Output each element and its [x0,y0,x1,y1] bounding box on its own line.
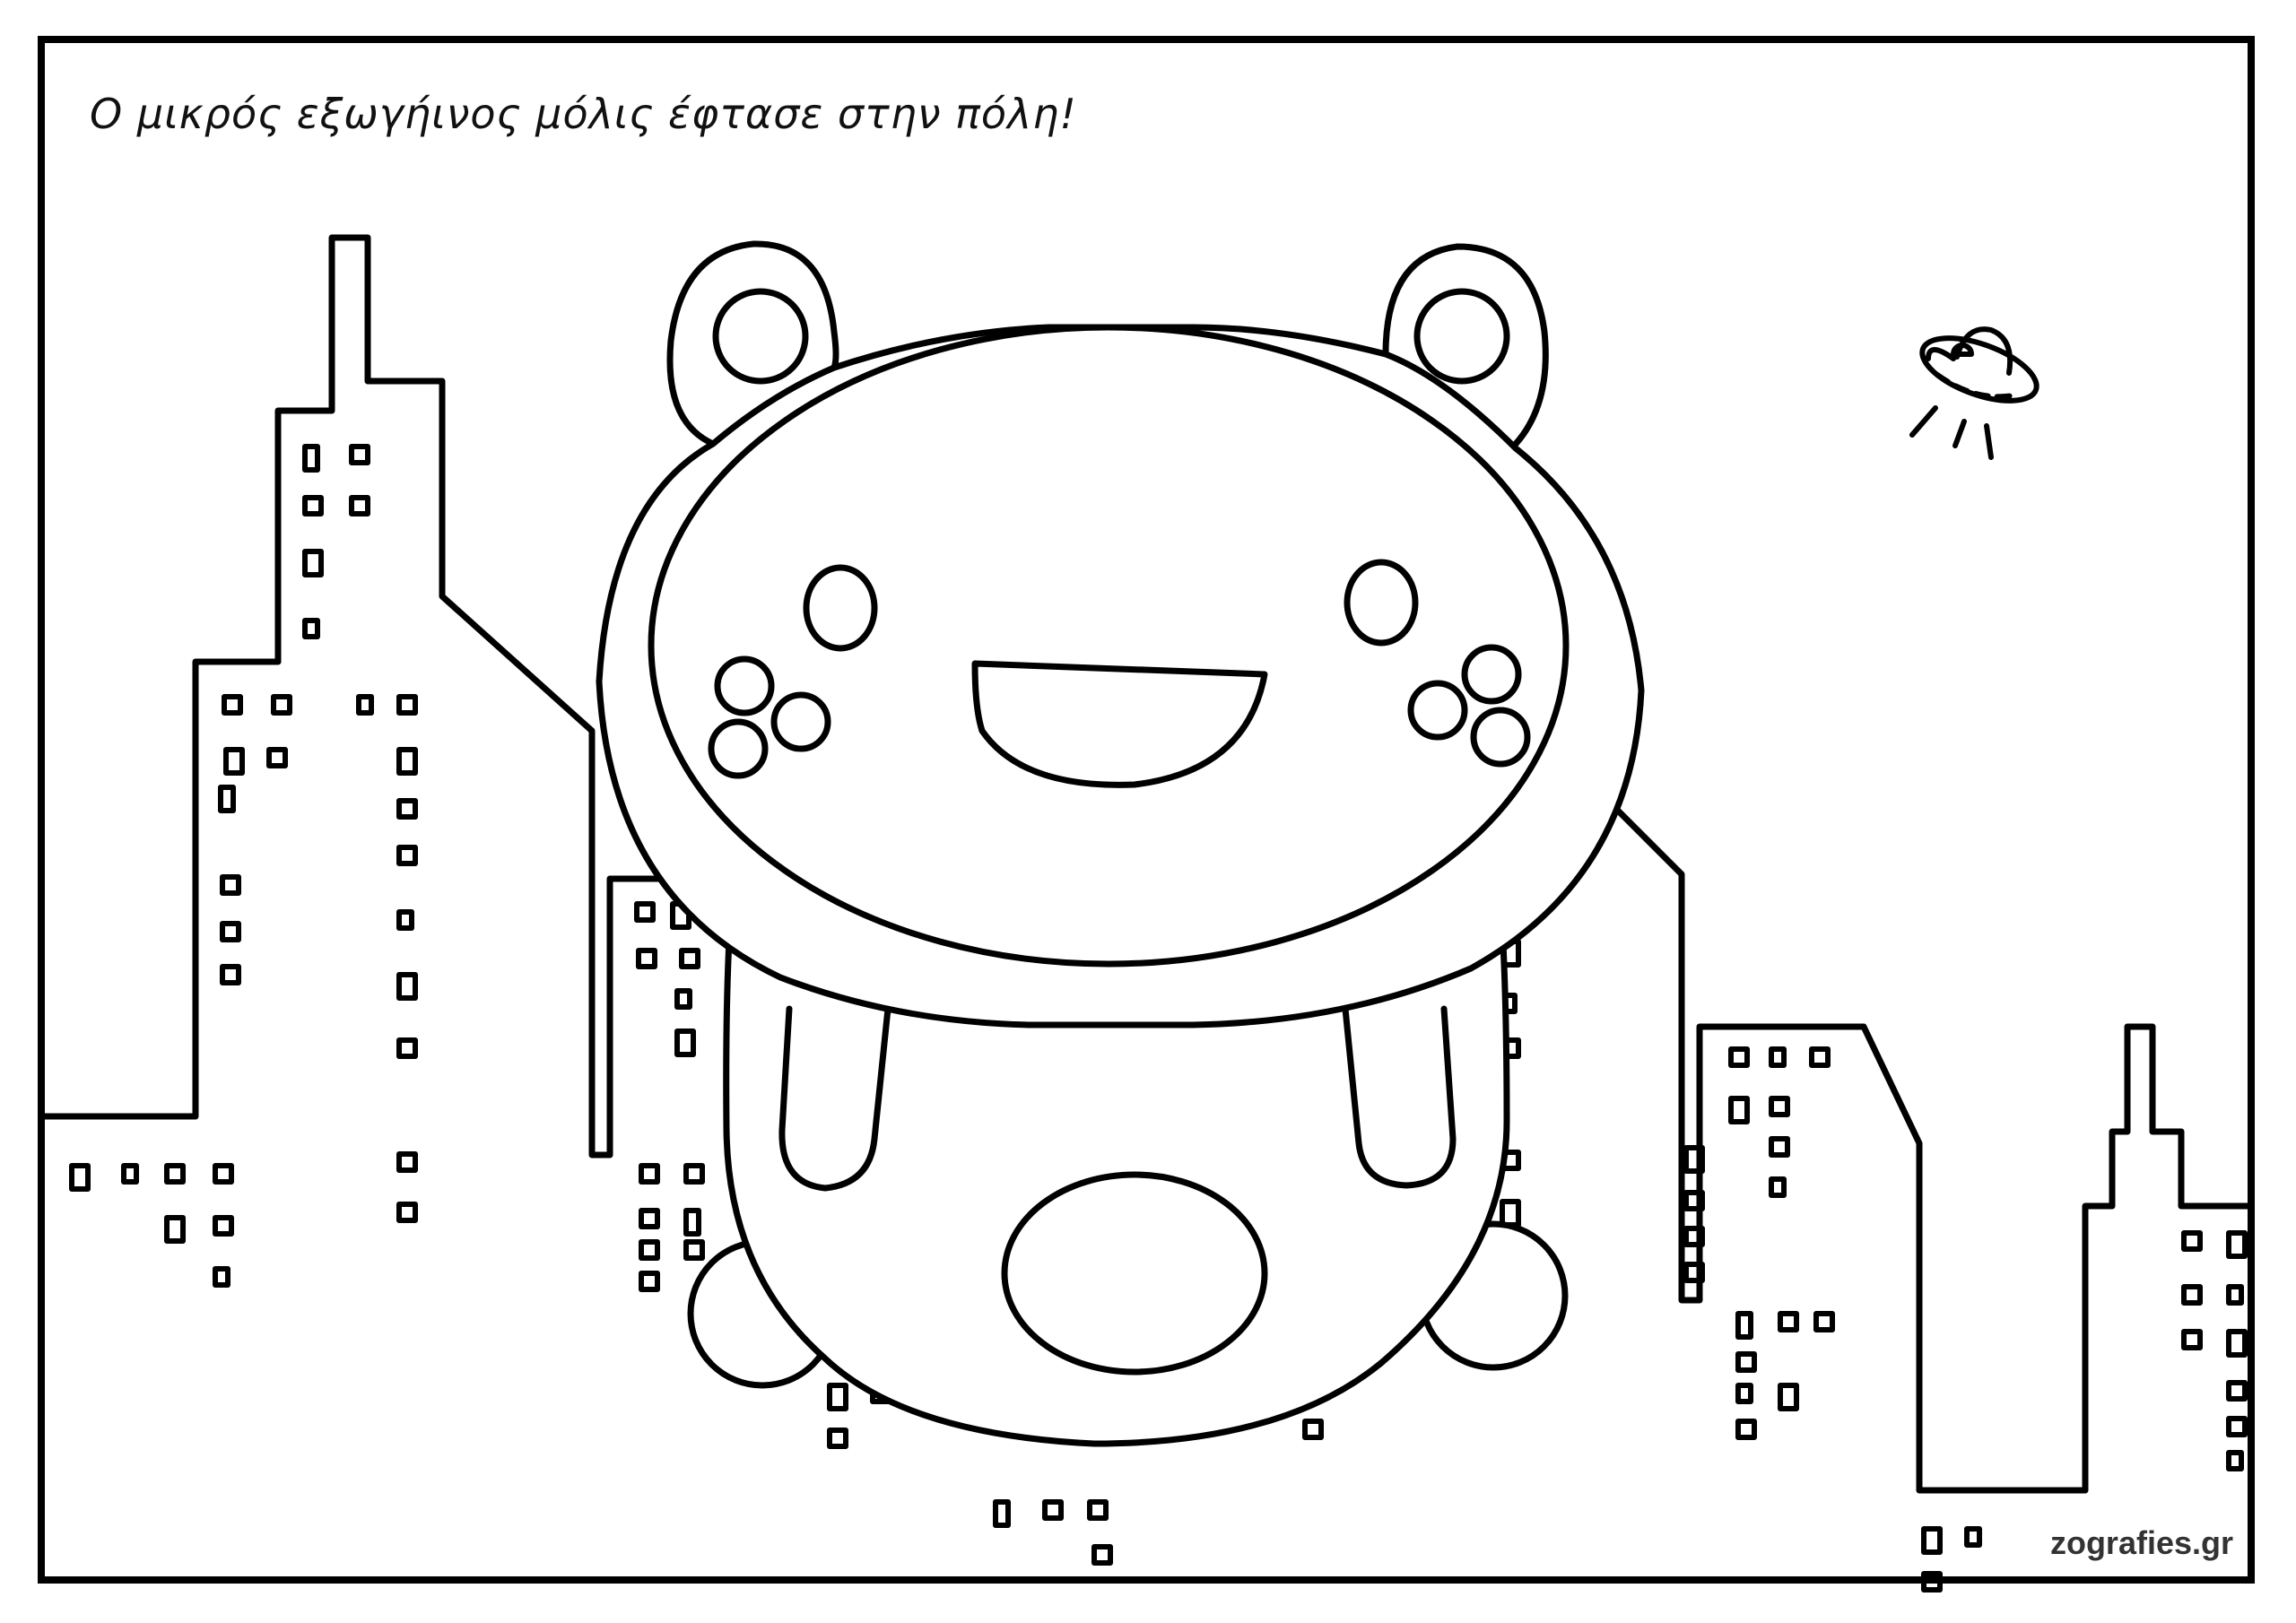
window [683,1163,705,1185]
window [69,1163,91,1192]
window [2226,1416,2248,1437]
window [993,1499,1011,1528]
window [302,444,320,473]
window [1302,1419,1324,1440]
window [1728,1046,1750,1068]
window [222,694,243,716]
window [1735,1311,1753,1340]
window [1778,1383,1799,1411]
window [1683,1262,1705,1283]
window [220,921,241,942]
window [636,948,657,969]
window [2226,1284,2244,1306]
alien-character [596,240,1645,1447]
window [223,747,245,776]
window [1735,1351,1757,1373]
window [683,1208,701,1237]
window [674,1028,696,1057]
window [1921,1526,1943,1555]
window [2181,1329,2203,1350]
window [220,874,241,896]
window [674,988,692,1010]
window [302,549,324,577]
window [302,495,324,516]
window [396,909,414,931]
window [1921,1571,1943,1593]
window [1683,1226,1705,1247]
window [302,618,320,639]
window [1091,1544,1113,1566]
window [220,964,241,985]
window [639,1271,660,1292]
window [639,1239,660,1261]
window [1769,1096,1790,1117]
window [1500,1199,1521,1228]
window [396,1202,418,1223]
window [121,1163,139,1185]
window [1728,1096,1750,1124]
building-right-tower [1593,785,2255,1494]
window [266,747,288,768]
building-left [41,234,667,1159]
window [683,1239,705,1261]
window [349,444,370,465]
window [164,1163,186,1185]
window [396,798,418,820]
window [1683,1145,1705,1174]
window [1042,1499,1064,1521]
window [1769,1176,1787,1198]
window [1809,1046,1831,1068]
window [1769,1136,1790,1158]
window [213,1266,230,1288]
window [396,694,418,716]
window [1964,1526,1982,1548]
window [827,1383,848,1411]
window [1778,1311,1799,1332]
window [2181,1284,2203,1306]
window [2226,1329,2248,1358]
window [634,901,656,923]
window [2226,1230,2248,1259]
site-watermark: zografies.gr [2049,1524,2233,1561]
page-border [38,36,2255,1584]
window [1683,1190,1705,1211]
window [396,972,418,1001]
window [356,694,374,716]
page-caption: Ο μικρός εξωγήινος μόλις έφτασε στην πόλ… [90,90,1077,138]
window [271,694,292,716]
window [218,785,236,813]
window [1735,1419,1757,1440]
window [396,747,418,776]
window [349,495,370,516]
window [164,1215,186,1244]
window [213,1163,234,1185]
window [1735,1383,1753,1404]
window [396,845,418,866]
window [1087,1499,1109,1521]
window [213,1215,234,1237]
window [1813,1311,1835,1332]
window [639,1163,660,1185]
window [639,1208,660,1229]
window [679,948,700,969]
building-windows [69,444,2248,1593]
window [396,1151,418,1173]
window [2181,1230,2203,1252]
window [827,1428,848,1449]
ufo-icon [1909,326,2039,460]
window [396,1037,418,1059]
window [1769,1046,1787,1068]
window [2226,1450,2244,1471]
window [2226,1380,2248,1402]
